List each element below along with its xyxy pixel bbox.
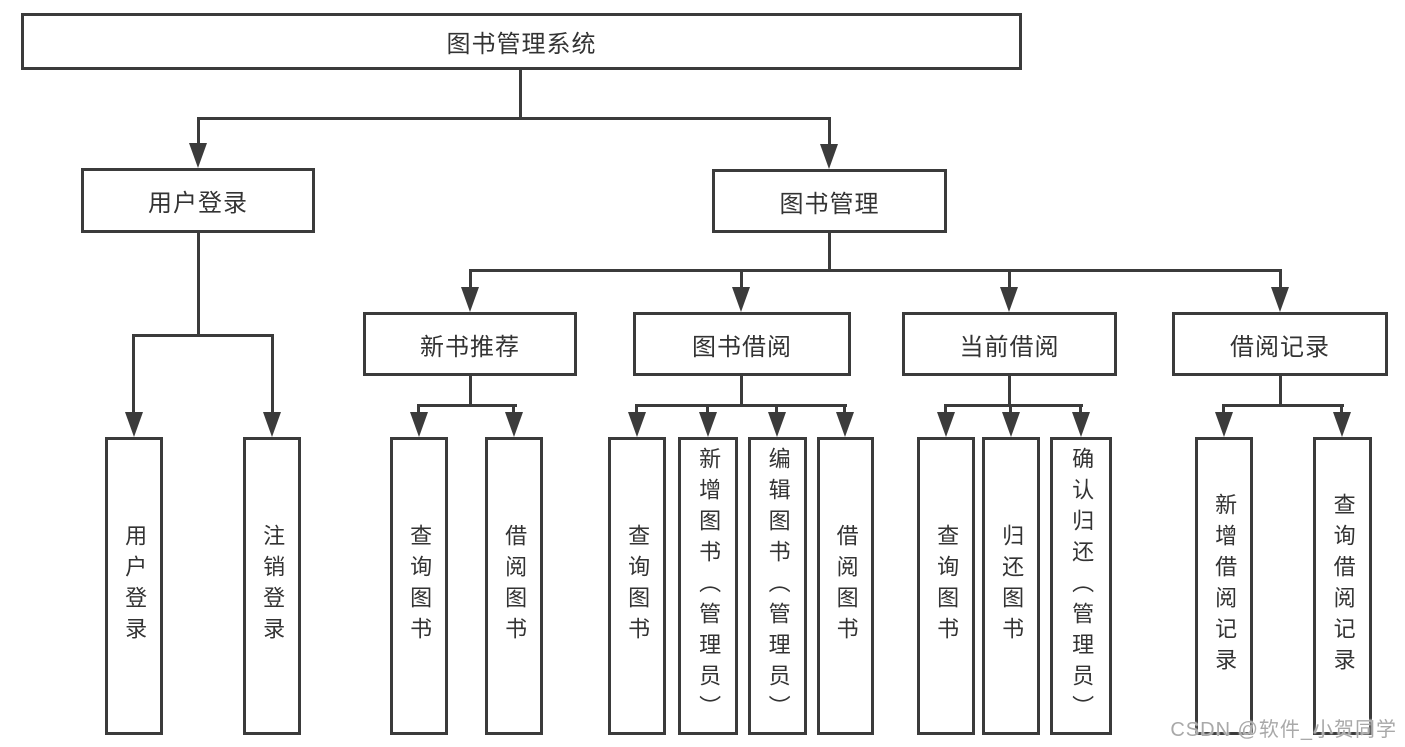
connector-line xyxy=(775,404,778,416)
connector-line xyxy=(1009,404,1012,416)
leaf-add-book-admin: 新增图书（管理员） xyxy=(678,437,738,735)
arrow-down-icon xyxy=(1215,412,1233,437)
leaf-label: 用户登录 xyxy=(122,524,148,648)
arrow-down-icon xyxy=(189,143,207,168)
arrow-down-icon xyxy=(1271,287,1289,312)
connector-line xyxy=(635,404,847,407)
arrow-down-icon xyxy=(1072,412,1090,437)
connector-line xyxy=(828,117,831,147)
connector-line xyxy=(132,334,135,416)
node-borrow-records: 借阅记录 xyxy=(1172,312,1388,376)
leaf-return-book: 归还图书 xyxy=(982,437,1040,735)
connector-line xyxy=(1222,404,1344,407)
arrow-down-icon xyxy=(768,412,786,437)
node-book-borrow: 图书借阅 xyxy=(633,312,851,376)
connector-line xyxy=(843,404,846,416)
leaf-add-borrow-record: 新增借阅记录 xyxy=(1195,437,1253,735)
connector-line xyxy=(197,117,831,120)
connector-line xyxy=(469,269,1282,272)
arrow-down-icon xyxy=(836,412,854,437)
connector-line xyxy=(271,334,274,416)
connector-line xyxy=(469,269,472,289)
leaf-label: 注销登录 xyxy=(260,524,286,648)
connector-line xyxy=(706,404,709,416)
leaf-edit-book-admin: 编辑图书（管理员） xyxy=(748,437,807,735)
arrow-down-icon xyxy=(1002,412,1020,437)
leaf-label: 借阅图书 xyxy=(833,524,859,648)
arrow-down-icon xyxy=(505,412,523,437)
connector-line xyxy=(512,404,515,416)
leaf-query-books-borrow: 查询图书 xyxy=(608,437,666,735)
csdn-watermark: CSDN @软件_小贺同学 xyxy=(1170,719,1397,741)
arrow-down-icon xyxy=(732,287,750,312)
arrow-down-icon xyxy=(125,412,143,437)
arrow-down-icon xyxy=(1000,287,1018,312)
connector-line xyxy=(944,404,947,416)
connector-line xyxy=(1079,404,1082,416)
arrow-down-icon xyxy=(410,412,428,437)
arrow-down-icon xyxy=(263,412,281,437)
leaf-label: 借阅图书 xyxy=(502,524,528,648)
leaf-borrow-books-recommend: 借阅图书 xyxy=(485,437,543,735)
leaf-confirm-return-admin: 确认归还（管理员） xyxy=(1050,437,1112,735)
node-book-management: 图书管理 xyxy=(712,169,947,233)
arrow-down-icon xyxy=(699,412,717,437)
connector-line xyxy=(740,269,743,289)
connector-line xyxy=(635,404,638,416)
connector-line xyxy=(1008,269,1011,289)
connector-line xyxy=(1008,376,1011,407)
leaf-label: 查询图书 xyxy=(934,524,960,648)
leaf-user-login: 用户登录 xyxy=(105,437,163,735)
leaf-query-borrow-record: 查询借阅记录 xyxy=(1313,437,1372,735)
connector-line xyxy=(132,334,274,337)
leaf-borrow-books-2: 借阅图书 xyxy=(817,437,874,735)
connector-line xyxy=(1279,269,1282,289)
leaf-label: 查询图书 xyxy=(407,524,433,648)
leaf-label: 查询图书 xyxy=(625,524,651,648)
leaf-label: 查询借阅记录 xyxy=(1330,493,1356,679)
node-user-login: 用户登录 xyxy=(81,168,315,233)
connector-line xyxy=(417,404,420,416)
arrow-down-icon xyxy=(937,412,955,437)
connector-line xyxy=(417,404,517,407)
arrow-down-icon xyxy=(1333,412,1351,437)
leaf-label: 确认归还（管理员） xyxy=(1069,446,1095,726)
connector-line xyxy=(1340,404,1343,416)
node-current-borrow: 当前借阅 xyxy=(902,312,1117,376)
connector-line xyxy=(519,70,522,118)
connector-line xyxy=(469,376,472,407)
connector-line xyxy=(828,233,831,272)
leaf-logout: 注销登录 xyxy=(243,437,301,735)
connector-line xyxy=(1279,376,1282,407)
connector-line xyxy=(1222,404,1225,416)
node-system-root: 图书管理系统 xyxy=(21,13,1022,70)
arrow-down-icon xyxy=(628,412,646,437)
node-new-book-recommend: 新书推荐 xyxy=(363,312,577,376)
leaf-label: 新增图书（管理员） xyxy=(696,446,722,726)
connector-line xyxy=(740,376,743,407)
arrow-down-icon xyxy=(820,144,838,169)
leaf-label: 编辑图书（管理员） xyxy=(765,446,791,726)
leaf-query-books-recommend: 查询图书 xyxy=(390,437,448,735)
arrow-down-icon xyxy=(461,287,479,312)
leaf-label: 归还图书 xyxy=(999,524,1025,648)
connector-line xyxy=(197,117,200,147)
leaf-query-books-current: 查询图书 xyxy=(917,437,975,735)
leaf-label: 新增借阅记录 xyxy=(1212,493,1238,679)
connector-line xyxy=(197,233,200,337)
connector-line xyxy=(944,404,1083,407)
